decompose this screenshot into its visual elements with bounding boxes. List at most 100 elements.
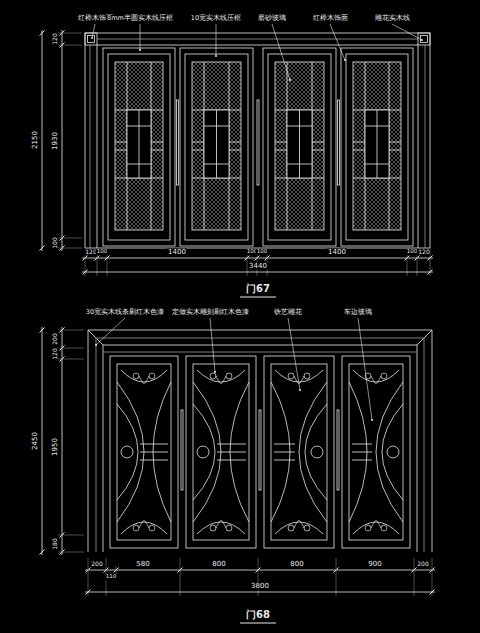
line (58, 552, 84, 553)
line (240, 296, 276, 297)
dimension-text: 100 (96, 249, 109, 255)
line (82, 272, 433, 273)
line (58, 45, 82, 46)
line (62, 327, 63, 555)
dimension-text: 2150 (32, 130, 39, 150)
line (180, 558, 181, 596)
line (274, 444, 295, 445)
outline (193, 364, 249, 540)
ornament (371, 521, 381, 529)
ornament (197, 370, 245, 382)
outline (88, 36, 95, 43)
ornament (294, 521, 304, 529)
ornament (193, 404, 215, 500)
dimension-text: 3440 (248, 263, 268, 270)
line (58, 33, 82, 34)
line (428, 270, 433, 275)
ornament (88, 330, 432, 552)
ornament (117, 404, 138, 500)
dimension-text: 2450 (32, 431, 39, 451)
dimension-text: 200 (416, 561, 429, 567)
ornament (216, 521, 226, 529)
outline (85, 33, 430, 248)
material-callout: 8mm半圆实木线压框 (106, 15, 174, 22)
line (424, 338, 425, 552)
material-callout: 磨砂玻璃 (257, 15, 287, 22)
line (86, 590, 91, 595)
material-callout: 定做实木雕刻刷红木色漆 (171, 309, 250, 316)
dimension-text: 1400 (167, 249, 187, 256)
line (417, 330, 432, 345)
line (432, 558, 433, 596)
ornament (117, 382, 144, 522)
ornament (382, 404, 403, 500)
drawing-title: 门67 (245, 284, 271, 294)
line (58, 238, 82, 239)
line (97, 45, 418, 46)
outline (342, 356, 410, 548)
line (58, 248, 82, 249)
line (88, 330, 103, 345)
line (96, 338, 424, 339)
outline (365, 110, 389, 178)
outline (263, 48, 336, 246)
ornament (193, 382, 221, 522)
line (352, 452, 372, 453)
outline (338, 100, 340, 185)
line (42, 327, 43, 555)
line (140, 460, 168, 461)
ornament (353, 370, 399, 382)
outline (257, 100, 259, 185)
line (358, 318, 372, 420)
line (92, 24, 95, 38)
material-callout: 红榉木饰面 (312, 15, 349, 22)
line (377, 110, 378, 178)
line (40, 31, 45, 36)
line (217, 460, 246, 461)
outline (110, 356, 178, 548)
ornament (139, 521, 149, 529)
ornament (371, 376, 381, 384)
ornament (121, 370, 167, 382)
line (96, 338, 97, 552)
outline (192, 62, 241, 230)
line (97, 45, 98, 248)
outline (177, 100, 179, 185)
ornament (216, 376, 226, 384)
line (40, 328, 45, 333)
ornament (305, 404, 327, 500)
line (62, 30, 63, 251)
ornament (139, 376, 149, 384)
outline (346, 54, 408, 240)
dimension-text: 200 (52, 332, 58, 345)
outline (185, 54, 248, 240)
line (58, 348, 84, 349)
dimension-text: 1950 (52, 437, 59, 457)
line (288, 318, 300, 390)
dimension-text: 110 (105, 574, 118, 580)
line (140, 452, 168, 453)
material-callout: 铁艺雕花 (273, 309, 303, 316)
line (210, 318, 215, 372)
line (216, 110, 217, 178)
dimension-text: 900 (367, 561, 382, 568)
outline (85, 33, 97, 45)
line (425, 45, 426, 248)
line (96, 318, 125, 345)
dimension-text: 3800 (250, 583, 270, 590)
line (352, 460, 372, 461)
dimension-text: 580 (135, 561, 150, 568)
line (83, 270, 88, 275)
material-callout: 10宽实木线压框 (190, 15, 242, 22)
outline (349, 364, 403, 540)
line (258, 558, 259, 596)
line (58, 535, 84, 536)
outline (204, 110, 229, 178)
ornament (353, 522, 399, 534)
outline (108, 54, 170, 240)
line (85, 592, 435, 593)
line (139, 110, 140, 178)
outline (341, 48, 413, 246)
line (58, 330, 84, 331)
